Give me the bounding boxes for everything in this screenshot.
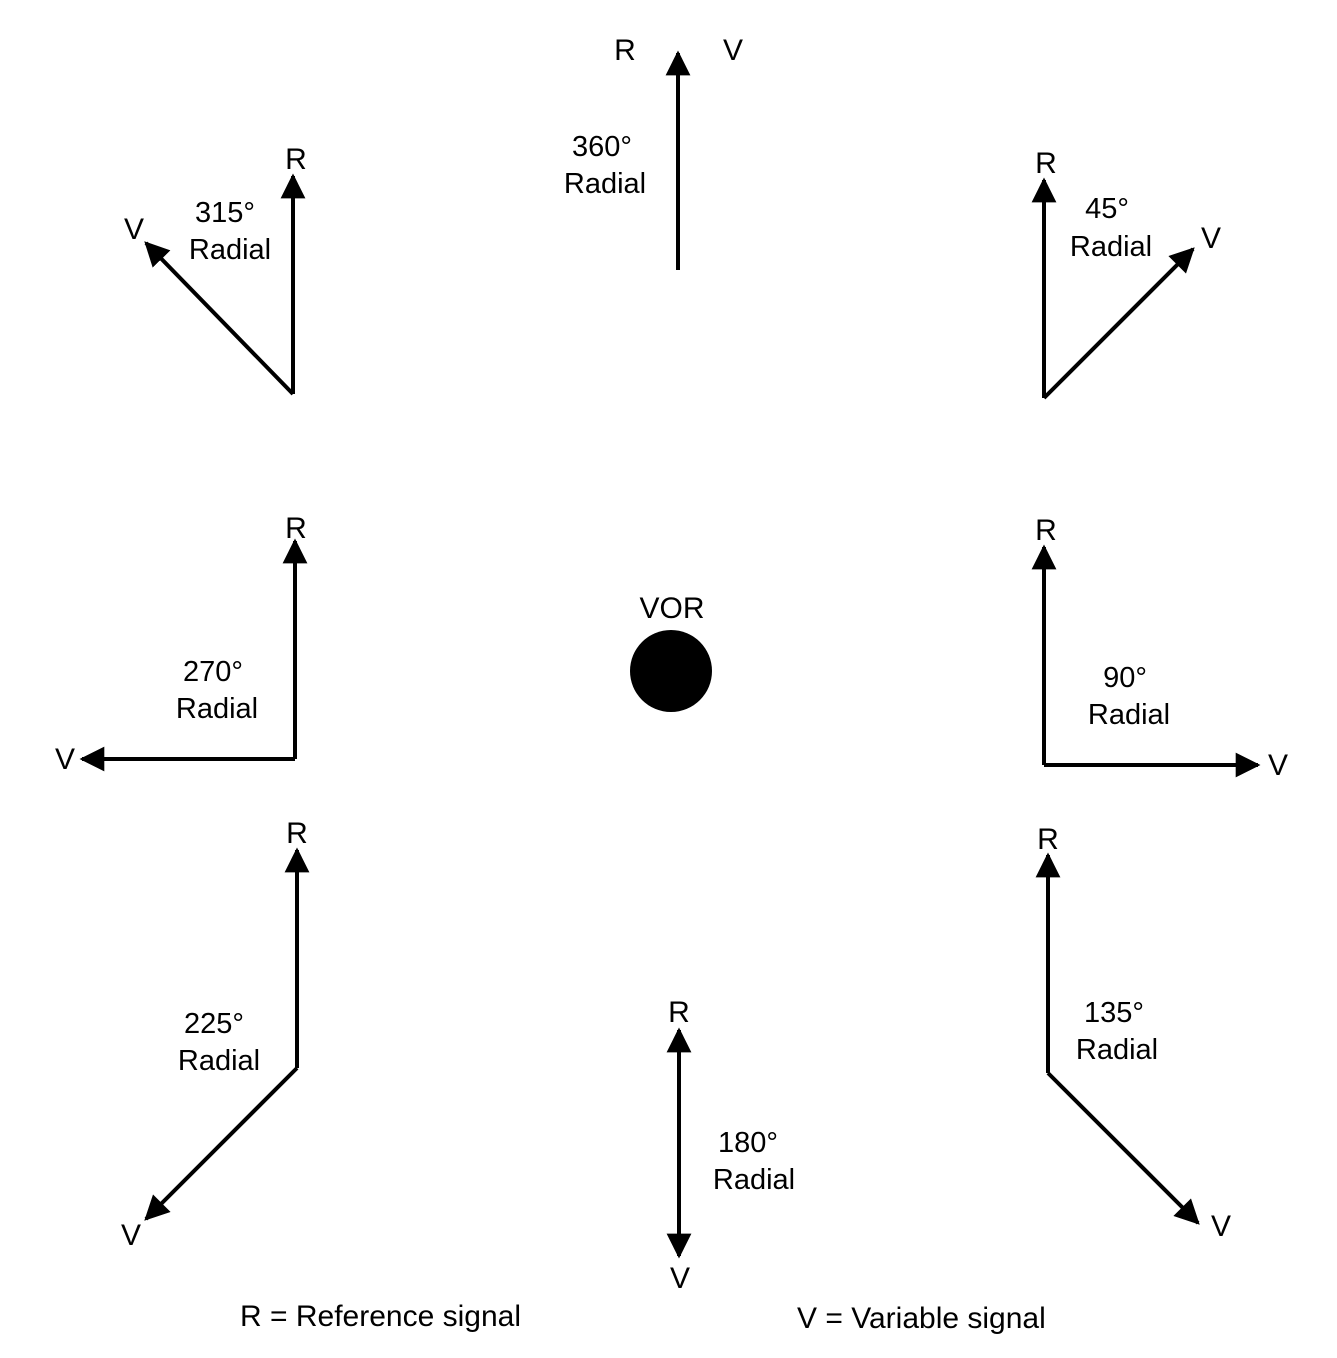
radial-225-reference-label: R — [286, 817, 308, 850]
radial-90-variable-label: V — [1268, 749, 1288, 782]
radial-90-word: Radial — [1088, 699, 1170, 731]
radial-270-variable-label: V — [55, 743, 75, 776]
legend-variable: V = Variable signal — [797, 1302, 1046, 1335]
radial-180-word: Radial — [713, 1164, 795, 1196]
radial-270: R V 270° Radial — [55, 512, 308, 776]
radial-90: R V 90° Radial — [1031, 514, 1288, 782]
radial-315-reference-label: R — [285, 143, 307, 176]
radial-315-word: Radial — [189, 234, 271, 266]
radial-135-word: Radial — [1076, 1034, 1158, 1066]
vor-label: VOR — [639, 592, 704, 625]
radial-135: R V 135° Radial — [1035, 823, 1231, 1243]
radial-270-word: Radial — [176, 693, 258, 725]
radial-180: R V 180° Radial — [666, 996, 795, 1295]
radial-360-variable-label: V — [723, 34, 743, 67]
radial-360: R V 360° Radial — [564, 34, 743, 270]
radial-90-degree: 90° — [1103, 662, 1147, 694]
radial-225: R V 225° Radial — [121, 817, 310, 1252]
radial-135-variable-arrow — [1046, 1071, 1200, 1225]
radial-45-degree: 45° — [1085, 193, 1129, 225]
radial-225-variable-arrow — [144, 1066, 299, 1221]
radial-45-variable-arrow — [1042, 247, 1195, 400]
radial-360-reference-label: R — [614, 34, 636, 67]
radial-135-degree: 135° — [1084, 997, 1144, 1029]
radial-270-degree: 270° — [183, 656, 243, 688]
radial-45-reference-label: R — [1035, 147, 1057, 180]
radial-225-degree: 225° — [184, 1008, 244, 1040]
radial-45: R V 45° Radial — [1031, 147, 1221, 400]
radial-45-word: Radial — [1070, 231, 1152, 263]
radial-225-variable-label: V — [121, 1219, 141, 1252]
radial-45-variable-label: V — [1201, 222, 1221, 255]
radial-360-degree: 360° — [572, 131, 632, 163]
radial-225-word: Radial — [178, 1045, 260, 1077]
radial-270-reference-label: R — [285, 512, 307, 545]
radial-315-variable-arrow — [144, 241, 295, 396]
radial-360-word: Radial — [564, 168, 646, 200]
radial-135-variable-label: V — [1211, 1210, 1231, 1243]
vor-station-dot — [630, 630, 712, 712]
radial-135-reference-label: R — [1037, 823, 1059, 856]
radial-90-reference-label: R — [1035, 514, 1057, 547]
legend: R = Reference signal V = Variable signal — [240, 1300, 1046, 1335]
vor-station: VOR — [630, 592, 712, 712]
radial-315-degree: 315° — [195, 197, 255, 229]
radial-180-variable-label: V — [670, 1262, 690, 1295]
legend-reference: R = Reference signal — [240, 1300, 521, 1333]
radial-180-degree: 180° — [718, 1127, 778, 1159]
radial-315-variable-label: V — [124, 213, 144, 246]
radial-180-reference-label: R — [668, 996, 690, 1029]
radial-315: R V 315° Radial — [124, 143, 307, 396]
